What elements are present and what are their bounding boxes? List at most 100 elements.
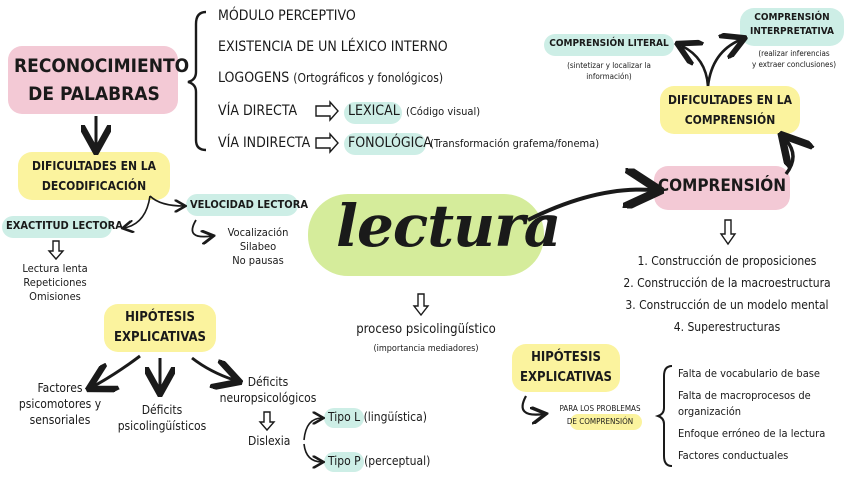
hollow-arrow-right-icon — [315, 100, 339, 154]
arrow-curve-icon — [706, 40, 740, 87]
velocidad-title: VELOCIDAD LECTORA — [190, 198, 308, 211]
decodificacion-title-line1: DIFICULTADES EN LA — [31, 159, 156, 173]
highlight-lexical — [344, 102, 402, 124]
arrow-left-branch-icon — [94, 354, 141, 386]
highlight-comprension — [654, 166, 790, 210]
decodificacion-title: DIFICULTADES EN LA DECODIFICACIÓN — [20, 156, 168, 196]
factors-list: Falta de vocabulario de base Falta de ma… — [678, 366, 838, 464]
via-directa-label: VÍA DIRECTA — [218, 103, 298, 119]
interpretativa-note: (realizar inferencias y extraer conclusi… — [744, 48, 844, 70]
exactitud-item: Repeticiones — [23, 276, 87, 289]
hipotesis-right-sub-line1: PARA LOS PROBLEMAS — [559, 404, 641, 413]
exactitud-item: Omisiones — [29, 290, 81, 303]
highlight-tipo-p — [324, 452, 364, 472]
highlight-lectura — [308, 194, 544, 276]
velocidad-items: Vocalización Silabeo No pausas — [218, 226, 298, 268]
comprension-list-item: 3. Construcción de un modelo mental — [625, 298, 829, 312]
dificultades-comprension-line2: COMPRENSIÓN — [684, 113, 776, 127]
comprension-list-item: 1. Construcción de proposiciones — [637, 254, 817, 268]
branch-factores-line: sensoriales — [29, 413, 91, 427]
tipo-p-label: Tipo P — [328, 454, 361, 468]
interpretativa-title-line1: COMPRENSIÓN — [754, 12, 830, 23]
reconocimiento-title-line1: RECONOCIMIENTO — [14, 55, 190, 77]
highlight-velocidad — [186, 194, 298, 216]
highlight-literal — [544, 34, 674, 56]
literal-note: (sintetizar y localizar la información) — [550, 60, 668, 82]
literal-title: COMPRENSIÓN LITERAL — [549, 38, 669, 49]
branch-neuropsicologicos: Déficits neuropsicológicos — [216, 374, 320, 406]
branch-factores-line: psicomotores y — [18, 397, 102, 411]
hipotesis-right-line2: EXPLICATIVAS — [520, 370, 612, 385]
dificultades-comprension-title: DIFICULTADES EN LA COMPRENSIÓN — [660, 90, 800, 130]
velocidad-item: Silabeo — [239, 240, 277, 253]
arrow-curve-icon — [124, 195, 151, 228]
logogens-label: LOGOGENS — [218, 70, 290, 86]
factor-item: Factores conductuales — [678, 449, 789, 462]
sub-prefix: DE — [566, 417, 577, 426]
proceso-label: proceso psicolingüístico — [356, 322, 496, 337]
highlight-tipo-l — [324, 408, 364, 428]
tipo-p: Tipo P (perceptual) — [328, 454, 430, 468]
hipotesis-right-sub: PARA LOS PROBLEMAS DE COMPRENSIÓN — [548, 402, 652, 428]
arrow-curve-icon — [682, 46, 710, 87]
highlight-reconocimiento — [8, 46, 178, 114]
branch-factores-line: Factores — [37, 381, 83, 395]
hipotesis-right-title: HIPÓTESIS EXPLICATIVAS — [512, 348, 620, 388]
dislexia-label: Dislexia — [248, 434, 291, 448]
item-modulo: MÓDULO PERCEPTIVO — [218, 8, 356, 24]
brace-icon — [654, 365, 673, 467]
via-directa-note: (Código visual) — [406, 105, 481, 118]
highlight-hipotesis-right — [512, 344, 620, 392]
arrow-curve-icon — [303, 418, 322, 441]
arrow-curve-icon — [521, 395, 544, 415]
comprension-list-item: 2. Construcción de la macroestructura — [623, 276, 831, 290]
factor-item: Enfoque erróneo de la lectura — [678, 427, 826, 440]
reconocimiento-title: RECONOCIMIENTO DE PALABRAS — [14, 52, 190, 108]
literal-note-line: información) — [586, 72, 632, 81]
sub-highlight: COMPRENSIÓN — [579, 417, 634, 426]
exactitud-items: Lectura lenta Repeticiones Omisiones — [14, 262, 96, 304]
interpretativa-note-line: y extraer conclusiones) — [751, 60, 837, 69]
hipotesis-right-line1: HIPÓTESIS — [531, 350, 601, 365]
dificultades-comprension-line1: DIFICULTADES EN LA — [667, 93, 792, 107]
logogens-note: (Ortográficos y fonológicos) — [293, 71, 444, 85]
hollow-arrow-down-icon — [47, 219, 737, 432]
exactitud-title: EXACTITUD LECTORA — [6, 219, 123, 232]
reconocimiento-title-line2: DE PALABRAS — [28, 83, 160, 105]
factor-item: Falta de macroprocesos de — [678, 389, 811, 402]
arrow-curve-icon — [191, 219, 212, 237]
arrow-curve-icon — [149, 195, 184, 206]
arrow-right-branch-icon — [191, 356, 234, 380]
tipo-p-note: (perceptual) — [364, 454, 431, 468]
highlight-dificultades-comprension — [660, 86, 800, 134]
proceso-note: (importancia mediadores) — [373, 344, 479, 354]
via-indirecta-label: VÍA INDIRECTA — [218, 135, 311, 151]
highlight-sub-comprension — [570, 414, 642, 430]
tipo-l: Tipo L (lingüística) — [328, 410, 427, 424]
branch-psicolinguisticos-line: Déficits — [141, 403, 183, 417]
velocidad-item: No pausas — [232, 254, 284, 267]
decodificacion-title-line2: DECODIFICACIÓN — [41, 179, 147, 193]
via-directa-target: LEXICAL — [348, 103, 400, 119]
comprension-list-item: 4. Superestructuras — [673, 320, 781, 334]
lectura-title: lectura — [336, 192, 561, 260]
hipotesis-left-line1: HIPÓTESIS — [125, 310, 195, 325]
brace-icon — [187, 10, 207, 152]
interpretativa-title: COMPRENSIÓN INTERPRETATIVA — [740, 11, 844, 39]
tipo-l-label: Tipo L — [328, 410, 361, 424]
factor-item: organización — [678, 405, 742, 418]
tipo-l-note: (lingüística) — [363, 410, 427, 424]
highlight-hipotesis-left — [104, 304, 216, 352]
branch-factores: Factores psicomotores y sensoriales — [10, 380, 110, 428]
highlight-decodificacion — [18, 152, 170, 200]
comprension-list: 1. Construcción de proposiciones 2. Cons… — [616, 250, 838, 338]
highlight-exactitud — [2, 216, 112, 238]
arrow-curve-icon — [303, 443, 322, 462]
item-lexico: EXISTENCIA DE UN LÉXICO INTERNO — [218, 39, 448, 55]
branch-psicolinguisticos-line: psicolingüísticos — [117, 419, 207, 433]
literal-note-line: (sintetizar y localizar la — [567, 61, 651, 70]
hipotesis-left-line2: EXPLICATIVAS — [114, 330, 206, 345]
item-logogens: LOGOGENS (Ortográficos y fonológicos) — [218, 70, 443, 86]
branch-neuropsicologicos-line: Déficits — [247, 375, 289, 389]
